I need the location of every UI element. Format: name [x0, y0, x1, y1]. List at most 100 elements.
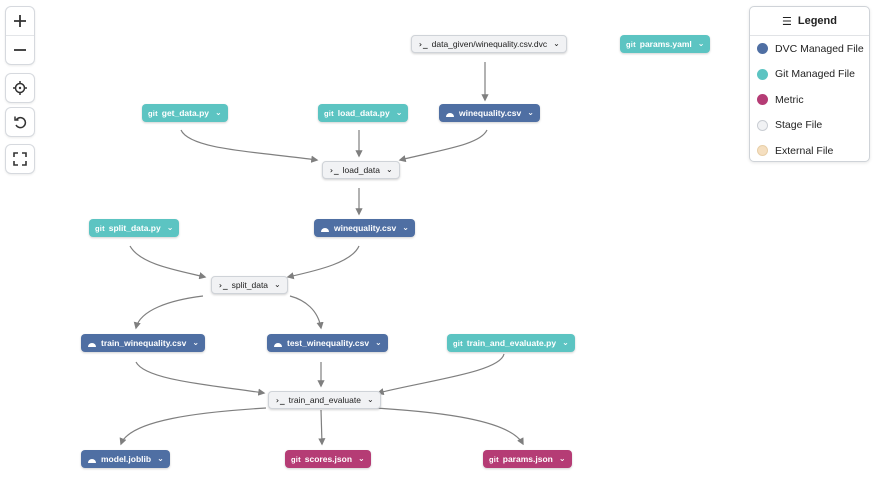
node-label: split_data — [231, 280, 269, 290]
node-label: test_winequality.csv — [287, 338, 370, 348]
node-label: train_winequality.csv — [101, 338, 187, 348]
node-params-json[interactable]: git params.json ⌄ — [483, 450, 572, 468]
edge-winequality2-to-splitdata — [286, 245, 360, 280]
crosshair-icon — [13, 81, 27, 95]
legend-label: DVC Managed File — [775, 42, 864, 55]
cloud-icon — [87, 340, 97, 347]
chevron-down-icon[interactable]: ⌄ — [558, 454, 566, 463]
node-split-data-py[interactable]: git split_data.py ⌄ — [89, 219, 180, 237]
git-icon: git — [324, 108, 334, 118]
chevron-down-icon[interactable]: ⌄ — [215, 108, 222, 117]
node-label: data_given/winequality.csv.dvc — [431, 39, 548, 49]
stage-color-dot — [757, 119, 768, 131]
edge-train-to-evaluate — [135, 361, 266, 396]
node-model-joblib[interactable]: model.joblib ⌄ — [81, 450, 170, 468]
reset-view-button[interactable] — [6, 108, 34, 136]
legend-label: External File — [775, 144, 834, 157]
fit-view-control — [5, 73, 35, 103]
zoom-controls — [5, 6, 35, 65]
node-load-data-py[interactable]: git load_data.py ⌄ — [318, 104, 409, 122]
node-label: params.json — [502, 454, 553, 464]
edge-getdata-to-loaddata — [180, 129, 319, 163]
metric-color-dot — [757, 94, 768, 106]
node-label: load_data — [342, 165, 380, 175]
legend-icon: ☰ — [782, 15, 792, 28]
fullscreen-button[interactable] — [6, 145, 34, 173]
edge-winequality-to-loaddata — [398, 129, 488, 163]
zoom-in-button[interactable] — [6, 7, 34, 35]
edge-splitpy-to-splitdata — [129, 245, 207, 280]
node-winequality-csv-raw[interactable]: winequality.csv ⌄ — [439, 104, 540, 122]
chevron-down-icon[interactable]: ⌄ — [375, 338, 382, 347]
git-icon: git — [148, 108, 158, 118]
chevron-down-icon[interactable]: ⌄ — [395, 108, 403, 117]
legend-item-dvc: DVC Managed File — [750, 36, 869, 62]
edge-evaluate-to-params — [374, 407, 524, 446]
node-label: params.yaml — [639, 39, 692, 49]
node-train-and-evaluate-stage[interactable]: ›_ train_and_evaluate ⌄ — [268, 391, 381, 409]
minus-icon — [14, 49, 26, 51]
chevron-down-icon[interactable]: ⌄ — [157, 454, 164, 463]
cloud-icon — [273, 340, 283, 347]
node-label: model.joblib — [101, 454, 152, 464]
edge-evalpy-to-evaluate — [376, 353, 505, 396]
chevron-down-icon[interactable]: ⌄ — [553, 39, 560, 48]
node-label: train_and_evaluate — [288, 395, 361, 405]
legend-panel: ☰ Legend DVC Managed File Git Managed Fi… — [749, 6, 870, 162]
git-color-dot — [757, 68, 768, 80]
legend-item-metric: Metric — [750, 87, 869, 113]
dvc-color-dot — [757, 43, 768, 55]
legend-label: Git Managed File — [775, 68, 855, 81]
cloud-icon — [320, 225, 330, 232]
edge-evaluate-to-scores — [318, 409, 326, 446]
chevron-down-icon[interactable]: ⌄ — [358, 454, 365, 463]
cloud-icon — [445, 110, 455, 117]
chevron-down-icon[interactable]: ⌄ — [385, 165, 393, 174]
git-icon: git — [489, 454, 499, 464]
chevron-down-icon[interactable]: ⌄ — [562, 338, 569, 347]
node-winequality-csv-processed[interactable]: winequality.csv ⌄ — [314, 219, 415, 237]
fullscreen-control — [5, 144, 35, 174]
terminal-icon: ›_ — [418, 39, 428, 49]
fit-view-button[interactable] — [6, 74, 34, 102]
node-split-data-stage[interactable]: ›_ split_data ⌄ — [211, 276, 288, 294]
git-icon: git — [95, 223, 105, 233]
node-train-winequality-csv[interactable]: train_winequality.csv ⌄ — [81, 334, 206, 352]
git-icon: git — [291, 454, 301, 464]
chevron-down-icon[interactable]: ⌄ — [527, 108, 534, 117]
node-params-yaml[interactable]: git params.yaml ⌄ — [620, 35, 711, 53]
node-label: load_data.py — [337, 108, 390, 118]
legend-header: ☰ Legend — [750, 7, 869, 36]
chevron-down-icon[interactable]: ⌄ — [274, 280, 281, 289]
node-test-winequality-csv[interactable]: test_winequality.csv ⌄ — [267, 334, 388, 352]
legend-item-stage: Stage File — [750, 113, 869, 139]
node-train-and-evaluate-py[interactable]: git train_and_evaluate.py ⌄ — [447, 334, 575, 352]
chevron-down-icon[interactable]: ⌄ — [192, 338, 200, 347]
node-label: winequality.csv — [334, 223, 397, 233]
node-label: train_and_evaluate.py — [466, 338, 557, 348]
node-scores-json[interactable]: git scores.json ⌄ — [285, 450, 371, 468]
undo-icon — [14, 116, 27, 129]
legend-label: Stage File — [775, 119, 823, 132]
legend-item-external: External File — [750, 138, 869, 164]
git-icon: git — [453, 338, 463, 348]
terminal-icon: ›_ — [218, 280, 228, 290]
node-get-data-py[interactable]: git get_data.py ⌄ — [142, 104, 228, 122]
edge-evaluate-to-model — [119, 407, 267, 446]
node-label: winequality.csv — [459, 108, 522, 118]
zoom-out-button[interactable] — [6, 35, 34, 64]
expand-icon — [13, 152, 27, 166]
reset-view-control — [5, 107, 35, 137]
node-load-data-stage[interactable]: ›_ load_data ⌄ — [322, 161, 400, 179]
chevron-down-icon[interactable]: ⌄ — [366, 395, 374, 404]
chevron-down-icon[interactable]: ⌄ — [166, 223, 174, 232]
legend-title: Legend — [797, 15, 837, 27]
terminal-icon: ›_ — [329, 165, 339, 175]
legend-item-git: Git Managed File — [750, 62, 869, 88]
cloud-icon — [87, 456, 97, 463]
chevron-down-icon[interactable]: ⌄ — [402, 223, 409, 232]
node-data-given-dvc[interactable]: ›_ data_given/winequality.csv.dvc ⌄ — [411, 35, 567, 53]
chevron-down-icon[interactable]: ⌄ — [697, 39, 705, 48]
edge-splitdata-to-train — [133, 295, 204, 330]
